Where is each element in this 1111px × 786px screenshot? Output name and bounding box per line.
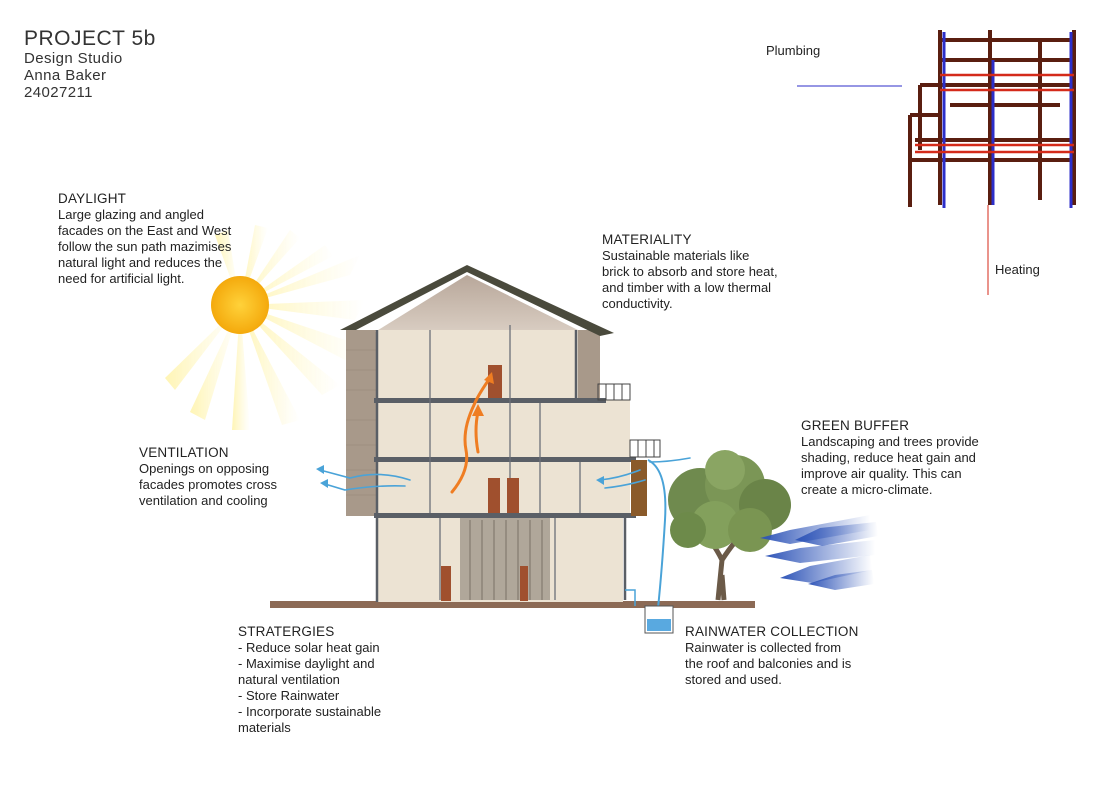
- materiality-heading: MATERIALITY: [602, 232, 692, 247]
- feature-wall: [460, 518, 550, 600]
- materiality-line-2: brick to absorb and store heat,: [602, 264, 778, 279]
- strategies-line-6: materials: [238, 720, 291, 735]
- green-buffer-heading: GREEN BUFFER: [801, 418, 910, 433]
- plumbing-label: Plumbing: [766, 43, 821, 58]
- materiality-line-4: conductivity.: [602, 296, 673, 311]
- strategies-heading: STRATERGIES: [238, 624, 335, 639]
- ventilation-line-2: facades promotes cross: [139, 477, 278, 492]
- doors: [441, 365, 528, 601]
- roof-line: [340, 265, 614, 336]
- ground-line: [270, 601, 755, 608]
- rainwater-line-2: the roof and balconies and is: [685, 656, 852, 671]
- roof-void: [375, 275, 578, 332]
- project-title: PROJECT 5b: [24, 27, 156, 50]
- daylight-heading: DAYLIGHT: [58, 191, 127, 206]
- ventilation-line-1: Openings on opposing: [139, 461, 270, 476]
- strategies-line-3: natural ventilation: [238, 672, 340, 687]
- brick-wall-west: [346, 330, 376, 516]
- daylight-line-5: need for artificial light.: [58, 271, 185, 286]
- upper-floors: [378, 330, 578, 516]
- green-buffer-line-4: create a micro-climate.: [801, 482, 933, 497]
- timber-screen: [631, 460, 647, 516]
- green-buffer-line-1: Landscaping and trees provide: [801, 434, 979, 449]
- strategies-block: STRATERGIES - Reduce solar heat gain - M…: [238, 624, 438, 736]
- ventilation-line-3: ventilation and cooling: [139, 493, 268, 508]
- green-buffer-block: GREEN BUFFER Landscaping and trees provi…: [801, 418, 1031, 498]
- student-id: 24027211: [24, 84, 93, 101]
- daylight-block: DAYLIGHT Large glazing and angled facade…: [58, 191, 273, 287]
- materiality-line-3: and timber with a low thermal: [602, 280, 772, 295]
- daylight-line-4: natural light and reduces the: [58, 255, 223, 270]
- materiality-block: MATERIALITY Sustainable materials like b…: [602, 232, 832, 312]
- title-block: PROJECT 5b Design Studio Anna Baker 2402…: [24, 27, 156, 102]
- studio-name: Design Studio: [24, 50, 123, 67]
- sun-rays: [165, 225, 365, 430]
- strategies-line-2: - Maximise daylight and: [238, 656, 375, 671]
- heating-label: Heating: [995, 262, 1040, 277]
- author-name: Anna Baker: [24, 67, 107, 84]
- strategies-line-5: - Incorporate sustainable: [238, 704, 382, 719]
- rainwater-heading: RAINWATER COLLECTION: [685, 624, 859, 639]
- daylight-line-2: facades on the East and West: [58, 223, 232, 238]
- strategies-line-1: - Reduce solar heat gain: [238, 640, 380, 655]
- sun-icon: [211, 276, 269, 334]
- ventilation-block: VENTILATION Openings on opposing facades…: [139, 445, 329, 509]
- daylight-line-3: follow the sun path mazimises: [58, 239, 232, 254]
- rainwater-line-3: stored and used.: [685, 672, 782, 687]
- wind-arrows: [760, 515, 878, 590]
- services-structure-diagram: [797, 30, 1076, 295]
- tree-icon: [668, 450, 791, 601]
- rainwater-line-1: Rainwater is collected from: [685, 640, 842, 655]
- rainwater-pipe: [647, 459, 667, 609]
- strategies-line-4: - Store Rainwater: [238, 688, 340, 703]
- daylight-line-1: Large glazing and angled: [58, 207, 205, 222]
- balcony-rails: [597, 383, 661, 458]
- materiality-line-1: Sustainable materials like: [602, 248, 750, 263]
- brick-wall-east-upper: [578, 330, 600, 400]
- rainwater-block: RAINWATER COLLECTION Rainwater is collec…: [685, 624, 895, 688]
- floor-slabs: [374, 398, 636, 518]
- green-buffer-line-2: shading, reduce heat gain and: [801, 450, 976, 465]
- green-buffer-line-3: improve air quality. This can: [801, 466, 962, 481]
- ventilation-heading: VENTILATION: [139, 445, 229, 460]
